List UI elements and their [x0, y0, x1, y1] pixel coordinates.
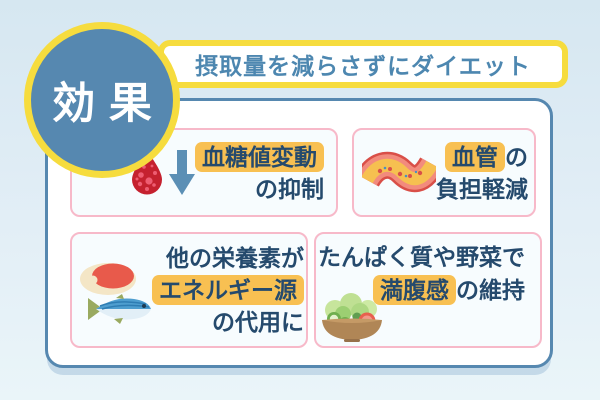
effect-badge-label: 効果 [52, 80, 166, 128]
card-satiety-text: たんぱく質や野菜で 満腹感の維持 [316, 234, 540, 306]
card-energy-source: 他の栄養素が エネルギー源 の代用に [70, 232, 308, 348]
highlight-blood-sugar: 血糖値変動 [195, 141, 324, 173]
card-blood-vessel: 血管の 負担軽減 [352, 128, 536, 217]
highlight-blood-vessel: 血管 [445, 141, 505, 173]
card-blood-sugar-text: 血糖値変動 の抑制 [195, 141, 324, 203]
blood-sugar-icon-group [130, 149, 195, 196]
card-satiety-line1: たんぱく質や野菜で [318, 244, 525, 270]
card-blood-vessel-text: 血管の 負担軽減 [436, 141, 528, 203]
down-arrow-icon [169, 149, 195, 196]
meat-icon [78, 256, 140, 296]
card-blood-sugar-rest: の抑制 [255, 176, 324, 203]
page-title: 摂取量を減らさずにダイエット [195, 53, 531, 79]
highlight-energy-source: エネルギー源 [152, 274, 304, 306]
effect-badge: 効果 [24, 22, 180, 178]
card-blood-vessel-line2: 負担軽減 [436, 176, 528, 203]
card-satiety-inline: の維持 [456, 276, 525, 303]
fish-icon [86, 293, 152, 325]
card-energy-line3: の代用に [212, 309, 304, 336]
highlight-satiety: 満腹感 [373, 274, 456, 306]
card-satiety: たんぱく質や野菜で 満腹感の維持 [314, 232, 542, 348]
card-energy-text: 他の栄養素が エネルギー源 の代用に [152, 244, 304, 337]
header-bar: 摂取量を減らさずにダイエット [158, 40, 568, 88]
card-energy-line1: 他の栄養素が [166, 244, 304, 271]
card-blood-vessel-inline: の [505, 143, 528, 170]
energy-icon-group [78, 256, 152, 325]
salad-bowl-icon [320, 291, 384, 343]
blood-vessel-icon [362, 150, 436, 196]
